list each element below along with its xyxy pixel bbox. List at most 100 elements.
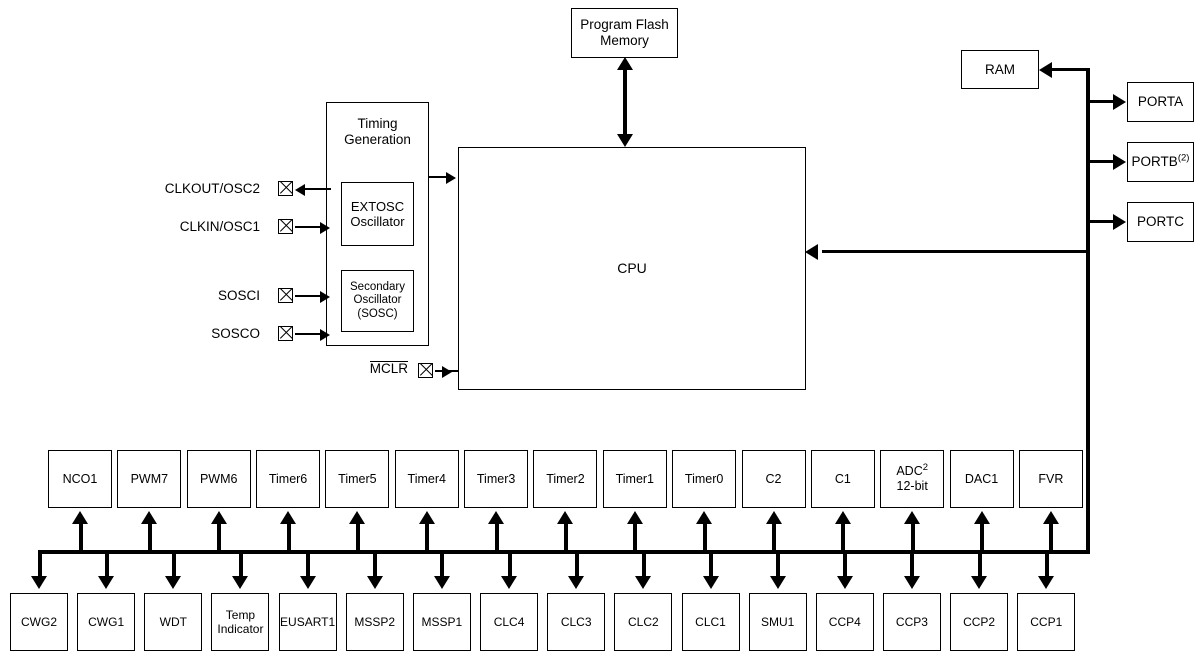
sosco-line [295, 333, 323, 335]
sosci-pin-symbol[interactable] [278, 288, 293, 303]
peripheral-cwg2-label: CWG2 [21, 614, 57, 629]
portb-block[interactable]: PORTB(2) [1127, 142, 1194, 182]
clkout-osc2-pin-label: CLKOUT/OSC2 [164, 181, 260, 196]
peripheral-c1-label: C1 [834, 471, 851, 486]
peripheral-timer2[interactable]: Timer2 [533, 450, 598, 508]
flash-cpu-arrow-up [617, 57, 633, 70]
peripheral-pwm6[interactable]: PWM6 [186, 450, 251, 508]
peripheral-cwg2[interactable]: CWG2 [10, 593, 68, 651]
peripheral-mssp1[interactable]: MSSP1 [412, 593, 471, 651]
peripheral-horizontal-bus [38, 550, 1090, 554]
peripheral-ccp3-label: CCP3 [895, 614, 928, 629]
bus-arrow-down-15 [1038, 576, 1055, 589]
mclr-arrow [442, 366, 452, 378]
bus-arrow-down-10 [702, 576, 719, 589]
clkout-osc2-arrow [295, 184, 305, 196]
bus-arrow-down-5 [366, 576, 383, 589]
bus-riser-9 [702, 524, 707, 552]
bus-riser-4 [355, 524, 360, 552]
bus-riser-1 [147, 524, 152, 552]
peripheral-ccp3[interactable]: CCP3 [882, 593, 941, 651]
peripheral-timer3[interactable]: Timer3 [464, 450, 529, 508]
peripheral-smu1[interactable]: SMU1 [748, 593, 807, 651]
peripheral-ccp4[interactable]: CCP4 [815, 593, 874, 651]
peripheral-mssp2-label: MSSP2 [354, 614, 396, 629]
bus-arrow-up-2 [210, 511, 227, 524]
bus-arrow-down-11 [769, 576, 786, 589]
peripheral-timer0[interactable]: Timer0 [672, 450, 737, 508]
peripheral-clc2[interactable]: CLC2 [614, 593, 673, 651]
peripheral-c1[interactable]: C1 [810, 450, 875, 508]
peripheral-nco1-label: NCO1 [62, 471, 98, 486]
peripheral-pwm7[interactable]: PWM7 [117, 450, 182, 508]
bus-arrow-up-9 [696, 511, 713, 524]
secondary-oscillator-block[interactable]: Secondary Oscillator (SOSC) [341, 270, 414, 332]
peripheral-nco1[interactable]: NCO1 [48, 450, 112, 508]
peripheral-ccp1[interactable]: CCP1 [1017, 593, 1076, 651]
peripheral-mssp2[interactable]: MSSP2 [345, 593, 404, 651]
bus-dropper-12 [843, 552, 848, 578]
bus-arrow-down-4 [299, 576, 316, 589]
bus-arrow-up-3 [280, 511, 297, 524]
peripheral-timer4[interactable]: Timer4 [394, 450, 459, 508]
peripheral-ccp2[interactable]: CCP2 [950, 593, 1009, 651]
peripheral-clc4[interactable]: CLC4 [480, 593, 539, 651]
peripheral-timer4-label: Timer4 [407, 471, 446, 486]
peripheral-ccp4-label: CCP4 [828, 614, 861, 629]
bus-arrow-down-13 [903, 576, 920, 589]
portc-bus-line [1090, 220, 1114, 223]
peripheral-eusart1-label: EUSART1 [280, 614, 336, 629]
clkout-osc2-pin-symbol[interactable] [278, 181, 293, 196]
clkin-osc1-pin-label: CLKIN/OSC1 [179, 219, 260, 234]
bus-dropper-14 [977, 552, 982, 578]
portc-block[interactable]: PORTC [1127, 202, 1194, 242]
bus-arrow-down-9 [635, 576, 652, 589]
peripheral-wdt[interactable]: WDT [144, 593, 203, 651]
peripheral-cwg1-label: CWG1 [88, 614, 125, 629]
peripheral-cwg1[interactable]: CWG1 [77, 593, 136, 651]
bus-dropper-10 [709, 552, 713, 578]
porta-label: PORTA [1137, 94, 1184, 110]
peripheral-timer5[interactable]: Timer5 [325, 450, 390, 508]
ram-block[interactable]: RAM [961, 50, 1039, 89]
porta-block[interactable]: PORTA [1127, 82, 1194, 122]
bus-arrow-down-14 [971, 576, 988, 589]
sosco-arrow [320, 329, 330, 341]
mclr-pin-symbol[interactable] [418, 363, 433, 378]
peripheral-timer1[interactable]: Timer1 [602, 450, 667, 508]
main-vertical-bus [1086, 68, 1090, 553]
peripheral-fvr-label: FVR [1038, 471, 1064, 486]
peripheral-c2[interactable]: C2 [741, 450, 806, 508]
clkin-osc1-line [295, 226, 323, 228]
peripheral-dac1[interactable]: DAC1 [949, 450, 1014, 508]
bus-arrow-up-8 [626, 511, 643, 524]
peripheral-clc1[interactable]: CLC1 [681, 593, 740, 651]
cpu-block[interactable]: CPU [458, 147, 806, 390]
sosco-pin-symbol[interactable] [278, 326, 293, 341]
bus-riser-2 [217, 524, 222, 552]
peripheral-clc2-label: CLC2 [628, 614, 659, 629]
bus-dropper-5 [373, 552, 378, 578]
bus-arrow-up-11 [834, 511, 851, 524]
bus-dropper-9 [641, 552, 646, 578]
bus-riser-13 [980, 524, 985, 552]
program-flash-memory-block[interactable]: Program Flash Memory [571, 8, 678, 58]
extosc-oscillator-block[interactable]: EXTOSC Oscillator [341, 182, 414, 246]
peripheral-eusart1[interactable]: EUSART1 [278, 593, 337, 651]
peripheral-timer6[interactable]: Timer6 [256, 450, 321, 508]
peripheral-clc3-label: CLC3 [560, 614, 592, 629]
timing-generation-label: Timing Generation [344, 116, 411, 147]
peripheral-clc4-label: CLC4 [493, 614, 525, 629]
peripheral-fvr[interactable]: FVR [1018, 450, 1083, 508]
clkin-osc1-pin-symbol[interactable] [278, 219, 293, 234]
peripheral-clc3[interactable]: CLC3 [547, 593, 606, 651]
portc-label: PORTC [1136, 214, 1184, 230]
bus-riser-3 [286, 524, 291, 552]
bus-arrow-up-14 [1042, 511, 1059, 524]
bus-arrow-up-6 [488, 511, 505, 524]
